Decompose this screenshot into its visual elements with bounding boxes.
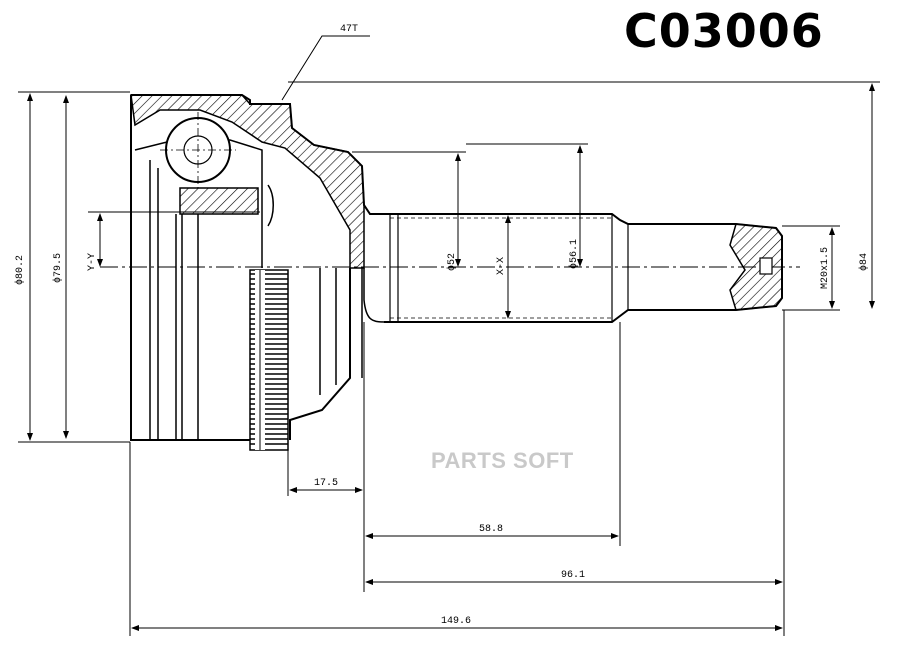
abs-ring [249, 269, 289, 451]
stem-shaft [384, 213, 783, 323]
dim-length-17-5: 17.5 [314, 478, 338, 489]
dim-outer-diameter-80-2: ϕ80.2 [14, 255, 26, 285]
label-axis-y: Y-Y [87, 253, 98, 271]
thread-end-hatch [729, 223, 783, 311]
dim-length-58-8: 58.8 [479, 524, 503, 535]
dim-length-96-1: 96.1 [561, 570, 585, 581]
housing-section-hatch [130, 94, 365, 269]
dim-diameter-84: ϕ84 [858, 253, 870, 271]
label-thread: M20x1.5 [820, 247, 831, 289]
label-teeth-count: 47T [340, 24, 358, 35]
watermark: PARTS SOFT [431, 448, 574, 473]
bell-housing [130, 94, 385, 451]
dimensions [18, 35, 880, 636]
dim-diameter-56-1: ϕ56.1 [568, 239, 580, 269]
dim-length-149-6: 149.6 [441, 616, 471, 627]
dim-diameter-79-5: ϕ79.5 [52, 253, 64, 283]
inner-race-hatch [179, 187, 259, 215]
part-number: C03006 [624, 4, 824, 58]
label-axis-x: X-X [496, 257, 507, 275]
dim-diameter-52: ϕ52 [446, 253, 458, 271]
